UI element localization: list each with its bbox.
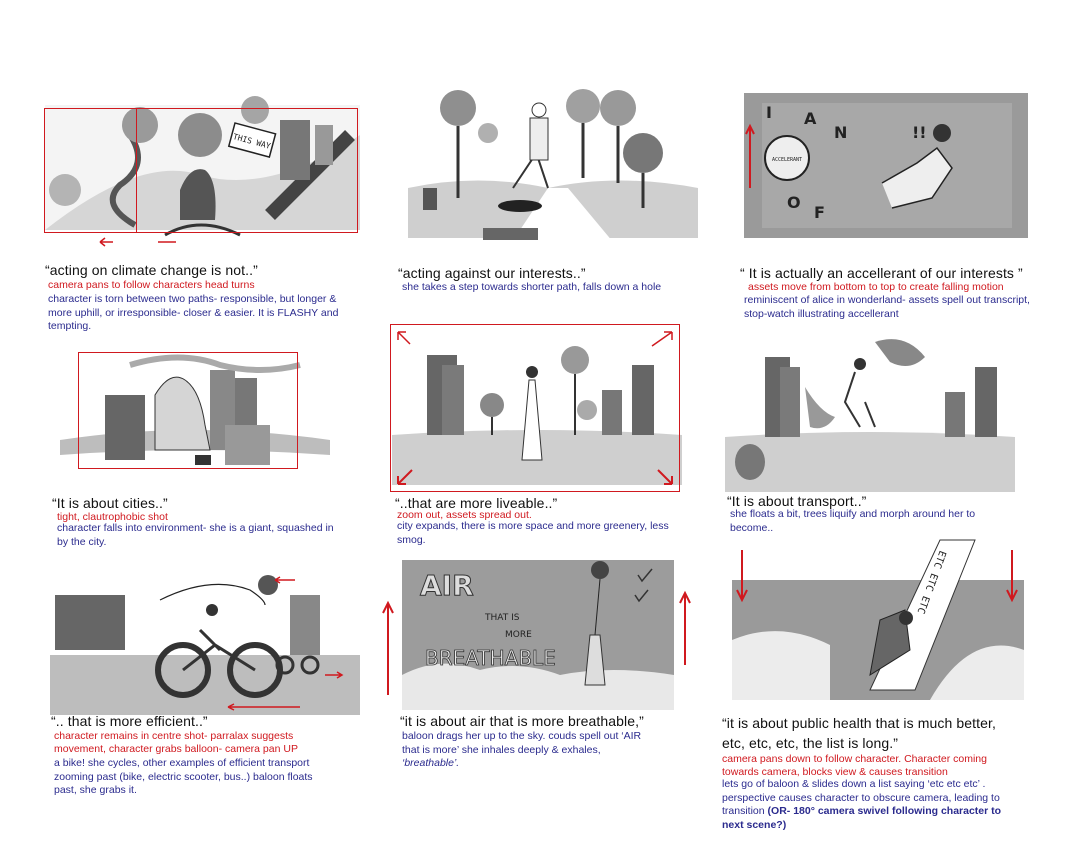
panel-2-description: she takes a step towards shorter path, f…: [402, 281, 662, 293]
panel-3-description: reminiscent of alice in wonderland- asse…: [744, 294, 1030, 320]
panel-8-description: baloon drags her up to the sky. couds sp…: [402, 730, 652, 771]
panel-4-description: character falls into environment- she is…: [57, 522, 334, 548]
panel-2-quote: “acting against our interests..”: [398, 265, 586, 281]
panel-9-description: lets go of baloon & slides down a list s…: [722, 778, 1022, 832]
panel-3-camera-note: assets move from bottom to top to create…: [748, 281, 1004, 293]
panel-6-description: she floats a bit, trees liquify and morp…: [730, 508, 976, 534]
panel-5-quote: “..that are more liveable..”: [395, 495, 558, 511]
falling-letter-a: A: [804, 109, 817, 128]
sky-word-more: MORE: [505, 630, 532, 640]
panel-6-quote: “It is about transport..”: [727, 493, 867, 509]
panel-9-camera-note: camera pans down to follow character. Ch…: [722, 753, 987, 778]
camera-frame-tight: [78, 352, 298, 469]
camera-frame-zoom: [390, 324, 680, 492]
panel-4-sketch: [60, 354, 330, 465]
sky-word-breathable: BREATHABLE: [425, 646, 556, 670]
panel-8-quote: “it is about air that is more breathable…: [400, 713, 644, 729]
panel-5-camera-note: zoom out, assets spread out.: [397, 509, 532, 521]
panel-2-sketch: [408, 89, 698, 248]
camera-frame-right: [136, 108, 358, 233]
panel-8-description-text: baloon drags her up to the sky. couds sp…: [402, 730, 642, 756]
watch-text: ACCELERANT: [772, 157, 802, 163]
falling-letter-f: F: [814, 203, 825, 222]
falling-letter-n: N: [834, 123, 847, 142]
panel-7-description: a bike! she cycles, other examples of ef…: [54, 757, 313, 796]
panel-4-quote: “It is about cities..”: [52, 495, 168, 511]
panel-3-sketch: ACCELERANT I A N O F !!: [744, 93, 1028, 238]
panel-8-description-italic: ‘breathable’.: [402, 757, 460, 769]
panel-6-sketch: [725, 339, 1015, 492]
panel-9-sketch: ETC ETC ETC: [732, 539, 1024, 700]
panel-5-description: city expands, there is more space and mo…: [397, 520, 669, 546]
pan-arrow-icon: [99, 237, 176, 247]
panel-7-camera-note: character remains in centre shot- parral…: [54, 730, 298, 755]
panel-1-sketch: THIS WAY: [45, 96, 360, 237]
panel-1-camera-note: camera pans to follow characters head tu…: [48, 279, 255, 291]
falling-letter-i: I: [766, 103, 772, 122]
falling-letter-o: O: [787, 193, 801, 212]
panel-4-camera-note: tight, clautrophobic shot: [57, 511, 168, 523]
panel-9-quote: “it is about public health that is much …: [722, 715, 996, 751]
sky-word-that-is: THAT IS: [484, 613, 520, 623]
panel-1-description: character is torn between two paths- res…: [48, 293, 339, 332]
panel-1-quote: “acting on climate change is not..”: [45, 262, 258, 278]
panel-7-quote: “.. that is more efficient..”: [51, 713, 208, 729]
panel-9-description-text: lets go of baloon & slides down a list s…: [722, 778, 1000, 817]
exclaim-mark: !!: [912, 123, 927, 142]
panel-7-sketch: [50, 575, 360, 715]
panel-3-quote: “ It is actually an accellerant of our i…: [740, 265, 1023, 281]
zoom-arrows-icon: [397, 331, 673, 485]
panel-9-description-bold: (OR- 180° camera swivel following charac…: [722, 805, 1002, 831]
panel-8-sketch: AIR THAT IS MORE BREATHABLE: [382, 560, 691, 710]
camera-frame-left: [44, 108, 137, 233]
sky-word-air: AIR: [420, 569, 474, 602]
panel-5-sketch: [392, 346, 682, 485]
